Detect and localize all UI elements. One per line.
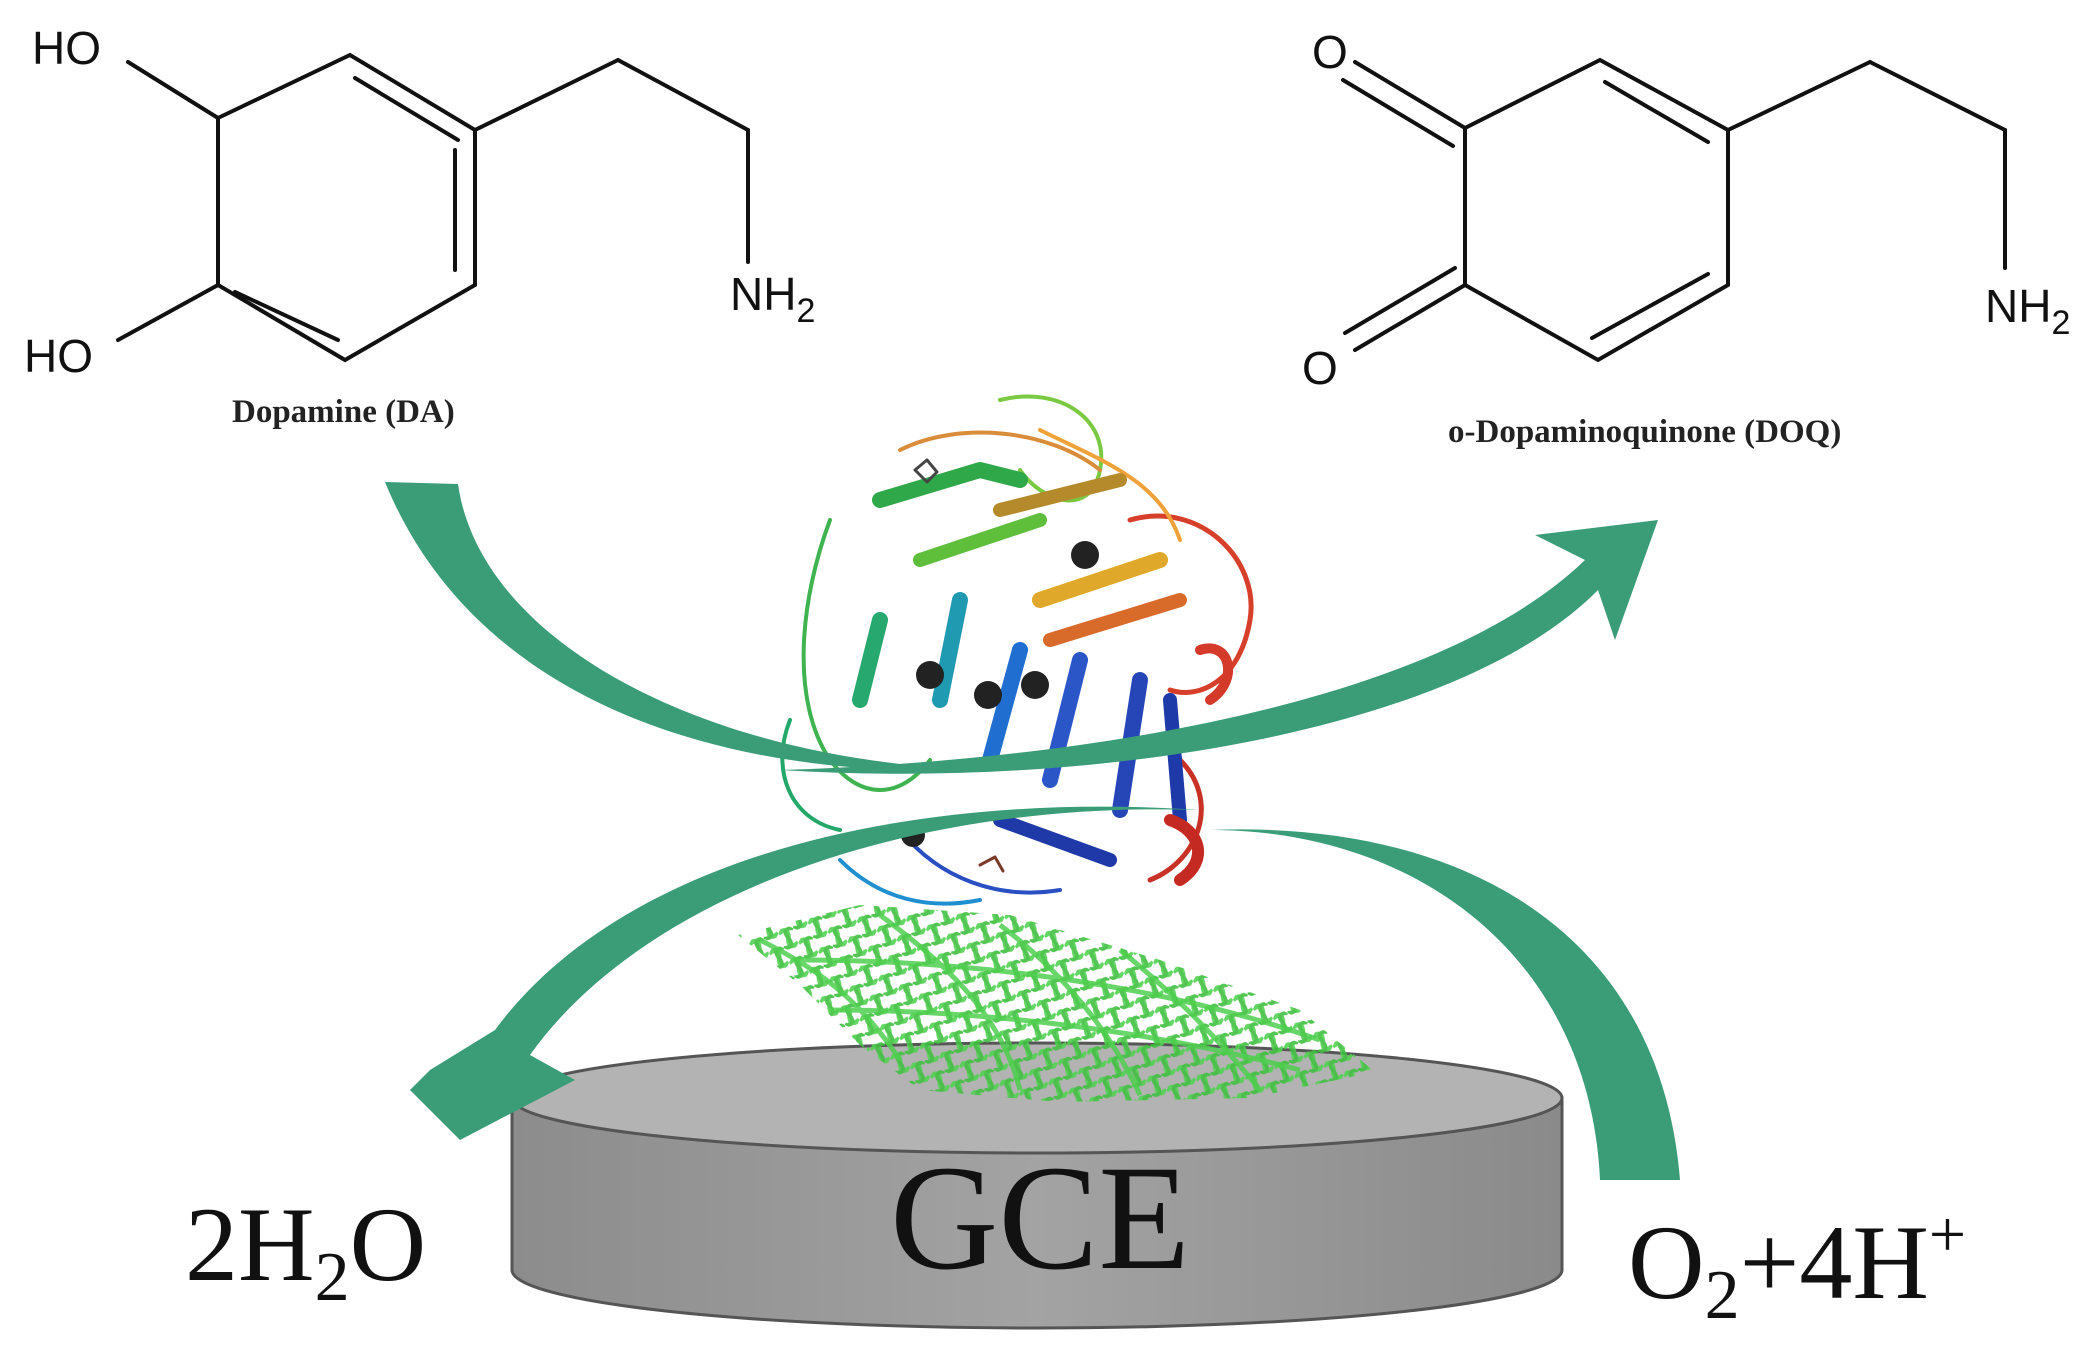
quinone-amine: NH2 (1985, 280, 2070, 342)
water-label-sub: 2 (315, 1239, 350, 1316)
oxygen-label-o: O (1628, 1204, 1705, 1321)
carbon-mesh (738, 905, 1375, 1102)
dopamine-amine: NH2 (730, 268, 815, 330)
quinone-o-bottom: O (1302, 342, 1338, 394)
oxygen-label-rest: +4H (1740, 1204, 1929, 1321)
water-label-coef: 2H (185, 1186, 315, 1303)
water-label-rest: O (350, 1186, 427, 1303)
dopamine-amine-main: NH (730, 268, 796, 320)
quinone-amine-main: NH (1985, 280, 2051, 332)
gce-label: GCE (890, 1135, 1190, 1301)
quinone-amine-sub: 2 (2051, 304, 2070, 342)
dopamine-oh-top: HO (32, 22, 101, 74)
quinone-structure (1341, 57, 2007, 363)
dopamine-oh-bottom: HO (24, 330, 93, 382)
water-label: 2H2O (185, 1186, 426, 1316)
arrow-to-water (410, 806, 1200, 1140)
arrow-from-oxygen (1210, 829, 1680, 1180)
arrow-doq-out (780, 520, 1658, 774)
oxygen-label-sup: + (1929, 1198, 1966, 1271)
dopamine-caption: Dopamine (DA) (232, 394, 455, 430)
oxygen-label-sub: 2 (1705, 1257, 1740, 1334)
quinone-caption: o-Dopaminoquinone (DOQ) (1448, 414, 1841, 450)
oxygen-label: O2+4H+ (1628, 1198, 1966, 1334)
arrow-da-in (385, 482, 980, 771)
dopamine-amine-sub: 2 (796, 292, 815, 330)
dopamine-structure (116, 52, 750, 363)
enzyme-structure (780, 394, 1254, 906)
quinone-o-top: O (1312, 26, 1348, 78)
reaction-arrows (385, 482, 1680, 1180)
